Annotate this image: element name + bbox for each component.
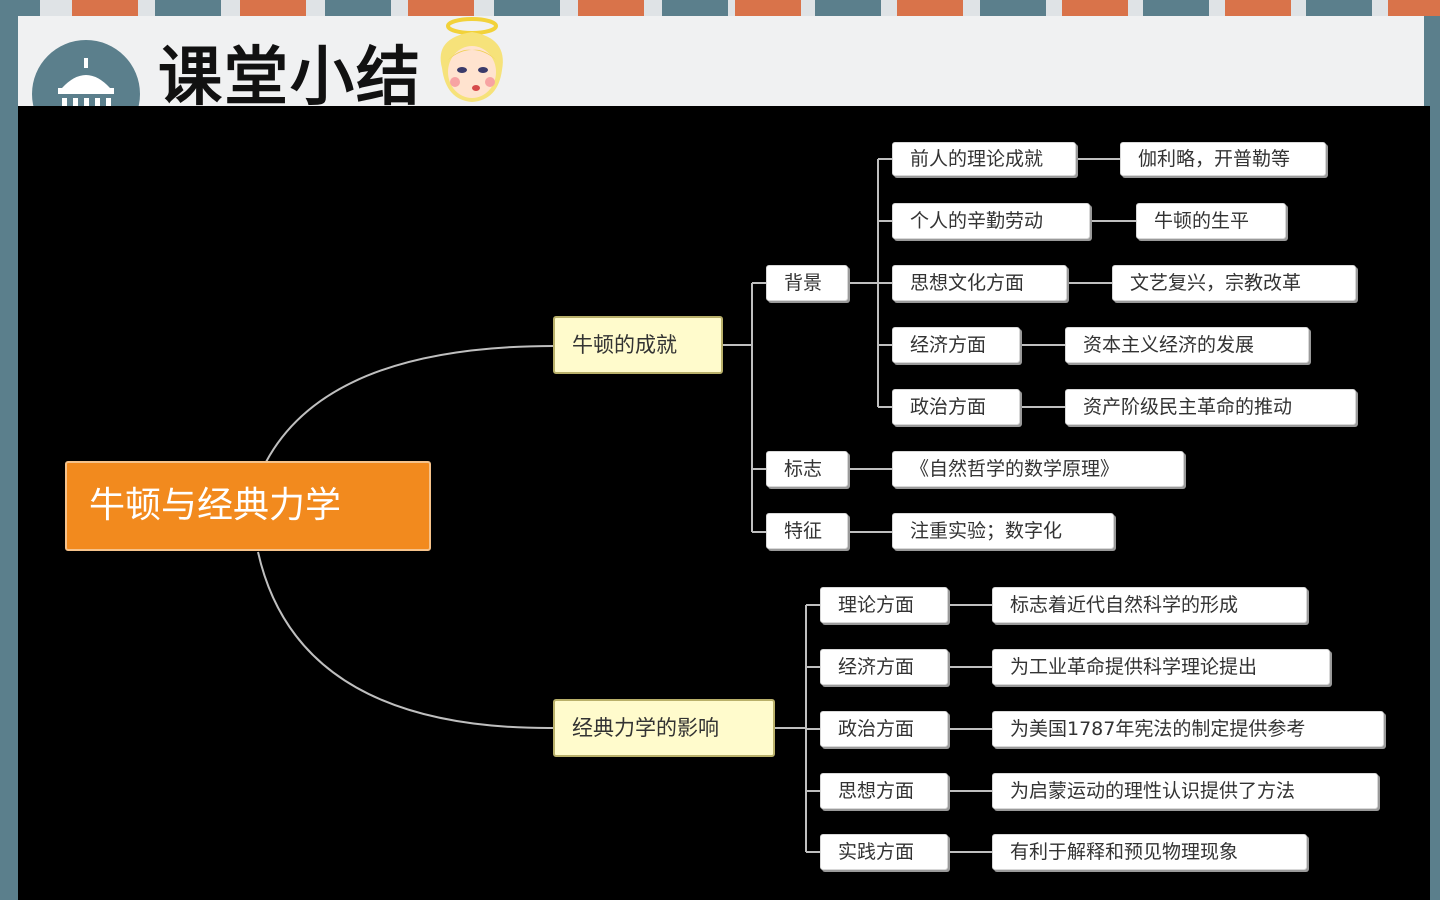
connector: [848, 158, 892, 408]
stripe: [240, 0, 306, 16]
node-detail: 有利于解释和预见物理现象: [992, 834, 1307, 870]
node-background-item: 经济方面: [892, 327, 1020, 363]
node-background-item: 个人的辛勤劳动: [892, 203, 1090, 239]
header-band: [18, 16, 1424, 106]
stripe: [325, 0, 391, 16]
node-landmark: 标志: [766, 451, 848, 487]
connector: [848, 468, 892, 533]
node-impact-aspect: 思想方面: [820, 773, 948, 809]
connector: [265, 345, 555, 463]
node-detail: 标志着近代自然科学的形成: [992, 587, 1307, 623]
node-background: 背景: [766, 265, 848, 301]
node-detail: 为美国1787年宪法的制定提供参考: [992, 711, 1384, 747]
node-background-item: 政治方面: [892, 389, 1020, 425]
node-impact-aspect: 经济方面: [820, 649, 948, 685]
connector: [1020, 158, 1136, 408]
node-detail: 文艺复兴，宗教改革: [1112, 265, 1356, 301]
stripe: [662, 0, 728, 16]
node-impact-aspect: 理论方面: [820, 587, 948, 623]
node-detail: 为启蒙运动的理性认识提供了方法: [992, 773, 1378, 809]
angel-mascot-icon: [428, 8, 518, 112]
node-impact-aspect: 实践方面: [820, 834, 948, 870]
stripe: [494, 0, 560, 16]
node-detail: 注重实验；数字化: [892, 513, 1114, 549]
node-detail: 资产阶级民主革命的推动: [1065, 389, 1356, 425]
stripe: [578, 0, 644, 16]
stripe: [897, 0, 963, 16]
node-detail: 为工业革命提供科学理论提出: [992, 649, 1330, 685]
stripe: [0, 0, 40, 16]
page-title: 课堂小结: [158, 41, 422, 115]
connector: [257, 551, 555, 730]
mindmap-board: 牛顿与经典力学 牛顿的成就 背景 前人的理论成就 伽利略，开普勒等 个人的辛勤劳…: [18, 106, 1430, 900]
stripe: [1388, 0, 1440, 16]
node-impact-aspect: 政治方面: [820, 711, 948, 747]
node-detail: 《自然哲学的数学原理》: [892, 451, 1184, 487]
stripe: [1225, 0, 1291, 16]
node-detail: 牛顿的生平: [1136, 203, 1286, 239]
connector: [722, 282, 766, 533]
stripe: [72, 0, 138, 16]
stripe: [815, 0, 881, 16]
stripe: [980, 0, 1046, 16]
node-detail: 资本主义经济的发展: [1065, 327, 1309, 363]
stripe: [408, 0, 474, 16]
node-detail: 伽利略，开普勒等: [1120, 142, 1326, 176]
connector: [948, 604, 992, 853]
mindmap-root: 牛顿与经典力学: [65, 461, 431, 551]
left-side-bar: [0, 16, 18, 900]
node-background-item: 前人的理论成就: [892, 142, 1076, 176]
stripe: [155, 0, 221, 16]
node-feature: 特征: [766, 513, 848, 549]
node-background-item: 思想文化方面: [892, 265, 1067, 301]
stripe: [735, 0, 801, 16]
branch-newton-achievements: 牛顿的成就: [553, 316, 723, 374]
stripe: [1062, 0, 1128, 16]
connector-lines: [257, 158, 1136, 853]
stripe: [1306, 0, 1372, 16]
top-stripe-band: [0, 0, 1440, 16]
connector: [775, 604, 820, 853]
branch-classical-mechanics-impact: 经典力学的影响: [553, 699, 775, 757]
stripe: [1143, 0, 1209, 16]
